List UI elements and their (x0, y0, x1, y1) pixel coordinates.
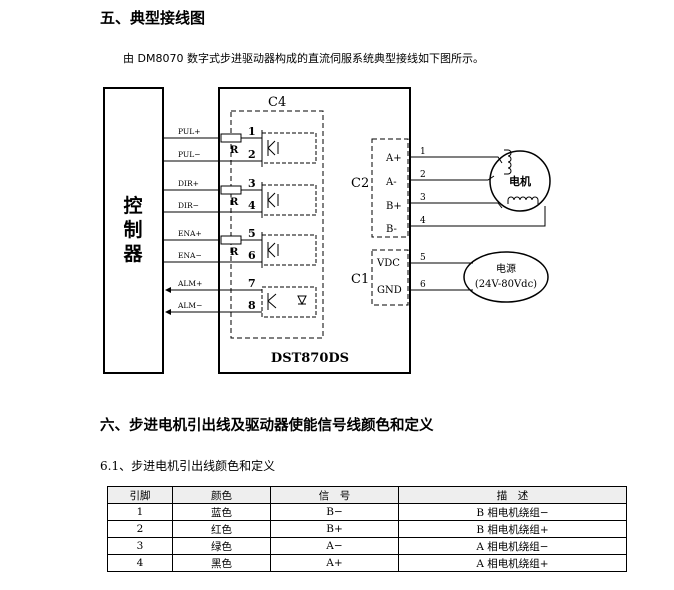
cell-color: 红色 (172, 520, 271, 538)
controller-char-3: 器 (122, 243, 143, 265)
term-b-plus: B+ (386, 201, 402, 212)
section-6-1-heading: 6.1、步进电机引出线颜色和定义 (100, 459, 276, 473)
c2-label: C2 (351, 176, 369, 191)
motor-wire-table: 引脚 颜色 信 号 描 述 1 蓝色 B− B 相电机绕组− 2 红色 B+ B… (107, 486, 627, 572)
motor-wire-numbers: 1 2 3 4 (420, 147, 426, 226)
table-row: 1 蓝色 B− B 相电机绕组− (107, 503, 627, 521)
motor-wire-2: 2 (420, 170, 426, 180)
controller-char-1: 控 (123, 194, 142, 217)
term-gnd: GND (377, 285, 402, 296)
resistor-r2: R (230, 197, 239, 208)
pin-6: 6 (248, 249, 256, 262)
motor-wiring (410, 149, 551, 227)
term-a-minus: A- (385, 177, 397, 188)
power-terminals: VDC GND (376, 258, 402, 296)
term-a-plus: A+ (385, 153, 402, 164)
signal-dir-plus: DIR+ (178, 179, 199, 188)
cell-color: 绿色 (172, 537, 271, 555)
c2-group (371, 138, 409, 238)
power-title: 电源 (496, 262, 516, 275)
pin-8: 8 (248, 299, 256, 312)
header-pin: 引脚 (107, 486, 173, 504)
motor-wire-4: 4 (420, 216, 426, 226)
cell-pin: 3 (107, 537, 173, 555)
section-5-heading: 五、典型接线图 (100, 9, 206, 27)
driver-box (218, 87, 411, 374)
cell-description: B 相电机绕组+ (398, 520, 627, 538)
section-5-intro: 由 DM8070 数字式步进驱动器构成的直流伺服系统典型接线如下图所示。 (123, 52, 484, 65)
cell-description: B 相电机绕组− (398, 503, 627, 521)
cell-signal: A− (270, 537, 399, 555)
motor-wire-1: 1 (420, 147, 426, 157)
cell-description: A 相电机绕组− (398, 537, 627, 555)
motor-terminals: A+ A- B+ B- (385, 153, 402, 235)
header-description: 描 述 (398, 486, 627, 504)
wiring-diagram: 控 制 器 DST870DS C4 PUL+ PUL− DIR+ DIR− EN… (103, 87, 551, 374)
power-wire-6: 6 (420, 280, 426, 290)
driver-model: DST870DS (271, 351, 349, 366)
controller-box (103, 87, 164, 374)
table-header-row: 引脚 颜色 信 号 描 述 (107, 486, 627, 504)
motor-label: 电机 (509, 174, 531, 188)
power-wiring (410, 251, 549, 303)
cell-description: A 相电机绕组+ (398, 554, 627, 572)
header-signal: 信 号 (270, 486, 399, 504)
cell-pin: 1 (107, 503, 173, 521)
signal-wires: PUL+ PUL− DIR+ DIR− ENA+ ENA− ALM+ ALM− (163, 127, 248, 315)
cell-pin: 4 (107, 554, 173, 572)
controller-char-2: 制 (123, 218, 142, 241)
resistor-r3: R (230, 247, 239, 258)
power-wire-5: 5 (420, 253, 426, 263)
motor-wire-3: 3 (420, 193, 426, 203)
pin-numbers: 1 2 3 4 5 6 7 8 (248, 125, 256, 312)
cell-pin: 2 (107, 520, 173, 538)
cell-color: 黑色 (172, 554, 271, 572)
pin-1: 1 (248, 125, 256, 138)
power-range: (24V-80Vdc) (475, 279, 537, 290)
c1-group (371, 249, 409, 306)
signal-ena-minus: ENA− (178, 251, 202, 260)
pin-5: 5 (248, 227, 256, 240)
signal-ena-plus: ENA+ (178, 229, 202, 238)
signal-dir-minus: DIR− (178, 201, 199, 210)
cell-signal: B− (270, 503, 399, 521)
resistor-labels: R R R (230, 145, 239, 258)
input-stages (220, 130, 317, 318)
section-6-heading: 六、步进电机引出线及驱动器使能信号线颜色和定义 (100, 418, 434, 434)
c4-label: C4 (268, 95, 286, 110)
term-vdc: VDC (376, 258, 400, 269)
pin-3: 3 (248, 177, 256, 190)
table-row: 4 黑色 A+ A 相电机绕组+ (107, 554, 627, 572)
signal-alm-minus: ALM− (177, 301, 202, 310)
pin-4: 4 (248, 199, 256, 212)
signal-pul-plus: PUL+ (178, 127, 201, 136)
cell-signal: A+ (270, 554, 399, 572)
table-row: 3 绿色 A− A 相电机绕组− (107, 537, 627, 555)
c4-group (230, 110, 324, 339)
pin-7: 7 (248, 277, 256, 290)
cell-signal: B+ (270, 520, 399, 538)
power-wire-numbers: 5 6 (420, 253, 426, 290)
c1-label: C1 (351, 272, 369, 287)
header-color: 颜色 (172, 486, 271, 504)
table-row: 2 红色 B+ B 相电机绕组+ (107, 520, 627, 538)
pin-2: 2 (248, 148, 256, 161)
cell-color: 蓝色 (172, 503, 271, 521)
signal-alm-plus: ALM+ (177, 279, 202, 288)
signal-pul-minus: PUL− (178, 150, 201, 159)
resistor-r1: R (230, 145, 239, 156)
term-b-minus: B- (386, 224, 397, 235)
